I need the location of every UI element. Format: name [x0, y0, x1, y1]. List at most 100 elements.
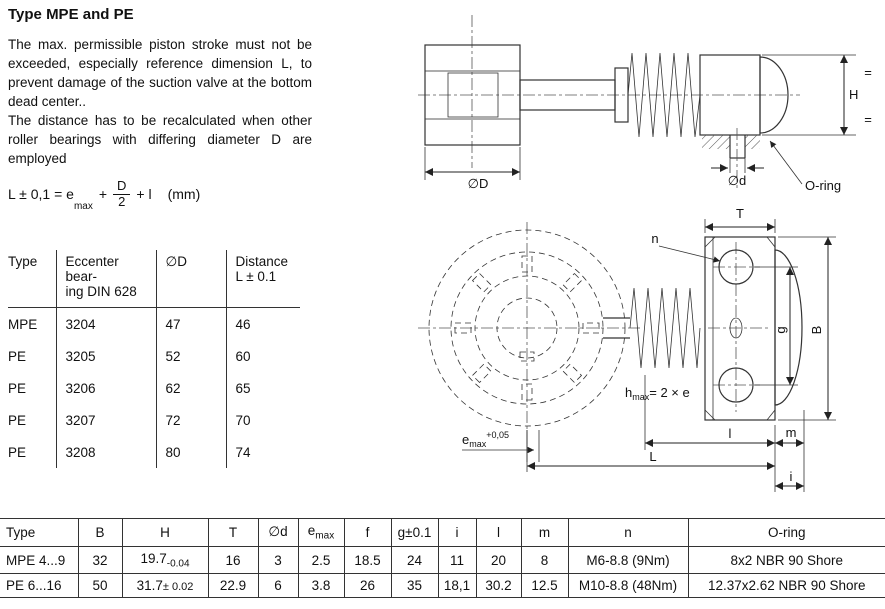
o-ring-label: O-ring	[805, 178, 841, 193]
dims-B: 50	[77, 573, 122, 599]
fraction-denominator: 2	[118, 193, 126, 209]
bearing-diameter: 62	[155, 372, 226, 404]
dims-l: 30.2	[475, 573, 521, 599]
recalculation-note: The distance has to be recalculated when…	[8, 113, 312, 166]
dims-f: 26	[343, 573, 391, 599]
dims-col-T: T	[207, 518, 258, 547]
bearing-type: PE	[8, 445, 27, 460]
dims-col-H: H	[121, 518, 208, 547]
dims-m: 12.5	[520, 573, 568, 599]
side-view-drawing: ∅D ∅d H = = O-ring	[418, 15, 872, 193]
dims-col-m: m	[520, 518, 568, 547]
dims-emax: 3.8	[297, 573, 344, 599]
dims-g: 24	[390, 545, 438, 575]
diameter-d-label: ∅d	[728, 173, 747, 188]
bearing-distance: 46	[225, 307, 300, 340]
bearing-din: 3207	[55, 404, 156, 436]
dims-row-mpe: MPE 4...9 32 19.7-0.04 16 3 2.5 18.5 24 …	[0, 545, 885, 575]
formula-unit: (mm)	[167, 186, 201, 203]
dims-i: 18,1	[437, 573, 476, 599]
formula-fraction: D 2	[113, 178, 131, 210]
dims-H: 31.7± 0.02	[121, 573, 208, 599]
bearing-din: 3206	[55, 372, 156, 404]
bearing-din: 3205	[55, 340, 156, 372]
dims-col-type: Type	[0, 518, 78, 547]
bearing-type: PE	[8, 381, 27, 396]
bearing-distance: 74	[225, 436, 300, 468]
bearing-distance: 65	[225, 372, 300, 404]
piston-stroke-note: The max. permissible piston stroke must …	[8, 37, 312, 109]
dims-H: 19.7-0.04	[121, 545, 208, 575]
dims-i: 11	[437, 545, 476, 575]
dims-m: 8	[520, 545, 568, 575]
dims-col-emax: emax	[297, 518, 344, 547]
dims-T: 16	[207, 545, 258, 575]
dims-col-l: l	[475, 518, 521, 547]
dims-f: 18.5	[343, 545, 391, 575]
bearing-row: PE 3206 62 65	[8, 372, 300, 404]
technical-drawing: ∅D ∅d H = = O-ring	[418, 15, 872, 492]
dims-T: 22.9	[207, 573, 258, 599]
formula-suffix: + l	[136, 186, 152, 203]
bearing-type: MPE	[8, 317, 38, 332]
bearing-din: 3204	[55, 307, 156, 340]
dims-col-d: ∅d	[257, 518, 298, 547]
dims-d: 6	[257, 573, 298, 599]
dims-n: M10-8.8 (48Nm)	[567, 573, 688, 599]
dims-oring: 8x2 NBR 90 Shore	[687, 545, 885, 575]
bearing-table: Type Eccenter bear- ing DIN 628 ∅D Dista…	[8, 250, 300, 468]
dims-g: 35	[390, 573, 438, 599]
g-dimension-label: g	[773, 326, 788, 333]
bearing-row: PE 3205 52 60	[8, 340, 300, 372]
bearing-diameter: 72	[155, 404, 226, 436]
bearing-distance: 60	[225, 340, 300, 372]
fraction-numerator: D	[113, 178, 131, 195]
dims-n: M6-8.8 (9Nm)	[567, 545, 688, 575]
bearing-col-type: Type	[8, 250, 56, 308]
dims-header-row: Type B H T ∅d emax f g±0.1 i l m n O-rin…	[0, 518, 885, 547]
formula-plus: +	[98, 186, 108, 203]
bearing-col-distance: Distance L ± 0.1	[225, 250, 300, 308]
intro-text: The max. permissible piston stroke must …	[8, 35, 312, 168]
formula-prefix: L ± 0,1 = e	[8, 186, 74, 203]
L-dimension-label: L	[649, 449, 656, 464]
diameter-D-label: ∅D	[468, 176, 489, 191]
front-view-drawing: T n g B hmax= 2 × e emax+0,05 l m L	[418, 206, 836, 492]
dims-col-oring: O-ring	[687, 518, 885, 547]
dims-col-g: g±0.1	[390, 518, 438, 547]
page-title: Type MPE and PE	[8, 6, 134, 23]
emax-label: emax+0,05	[462, 430, 509, 449]
bearing-header-row: Type Eccenter bear- ing DIN 628 ∅D Dista…	[8, 250, 300, 308]
equal-mark-top: =	[864, 65, 872, 80]
dims-l: 20	[475, 545, 521, 575]
dims-type: MPE 4...9	[0, 545, 78, 575]
bearing-distance: 70	[225, 404, 300, 436]
dims-type: PE 6...16	[0, 573, 78, 599]
dims-emax: 2.5	[297, 545, 344, 575]
i-dimension-label: i	[790, 469, 793, 484]
dims-row-pe: PE 6...16 50 31.7± 0.02 22.9 6 3.8 26 35…	[0, 573, 885, 599]
dims-col-i: i	[437, 518, 476, 547]
dims-col-B: B	[77, 518, 122, 547]
n-screw-label: n	[651, 231, 658, 246]
bearing-diameter: 80	[155, 436, 226, 468]
bearing-type: PE	[8, 413, 27, 428]
bearing-row: PE 3207 72 70	[8, 404, 300, 436]
bearing-diameter: 47	[155, 307, 226, 340]
equal-mark-bottom: =	[864, 112, 872, 127]
hmax-label: hmax= 2 × e	[625, 385, 690, 402]
formula-subscript: max	[73, 200, 93, 212]
dims-B: 32	[77, 545, 122, 575]
B-dimension-label: B	[809, 326, 824, 335]
bearing-col-din: Eccenter bear- ing DIN 628	[55, 250, 156, 308]
dims-oring: 12.37x2.62 NBR 90 Shore	[687, 573, 885, 599]
bearing-row: PE 3208 80 74	[8, 436, 300, 468]
dimensions-table: Type B H T ∅d emax f g±0.1 i l m n O-rin…	[0, 518, 885, 599]
bearing-diameter: 52	[155, 340, 226, 372]
m-dimension-label: m	[786, 425, 797, 440]
bearing-type: PE	[8, 349, 27, 364]
H-dimension-label: H	[849, 87, 858, 102]
roller-elements	[454, 255, 600, 401]
bearing-din: 3208	[55, 436, 156, 468]
